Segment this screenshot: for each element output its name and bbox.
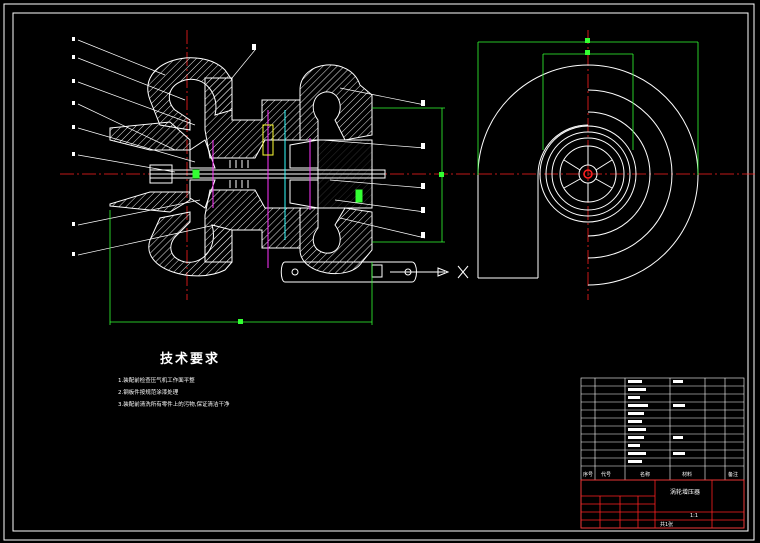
leader-lines-left (77, 39, 256, 256)
compressor-wheel (189, 139, 216, 209)
leader-lines-right (321, 87, 426, 239)
bearing-housing-lower (204, 189, 301, 263)
volute-outer-contour (477, 64, 699, 286)
turbine-wheel (289, 139, 319, 209)
wheel-spokes (563, 146, 613, 202)
wheel-circle-2 (545, 131, 631, 217)
section-letter-x (457, 265, 469, 279)
header-name: 名称 (640, 472, 651, 478)
requirement-item-1: 1.装配前检查压气机工作面平整 (118, 378, 195, 384)
end-dim-marker-1 (585, 38, 590, 43)
end-dim-marker-2 (585, 50, 590, 55)
section-arrowhead (437, 267, 450, 277)
foot-hole-left (291, 268, 299, 276)
requirement-item-3: 3.装配前清洗所有零件上的污物,保证清洁干净 (118, 402, 230, 408)
hub-center-mark (583, 169, 593, 179)
header-remarks: 备注 (728, 472, 739, 478)
seal-rings (229, 160, 249, 188)
header-seq: 序号 (583, 472, 594, 478)
leader-dots-right (421, 100, 425, 238)
volute-spiral-1 (587, 111, 651, 237)
header-material: 材料 (682, 472, 693, 478)
wheel-outer-circle (539, 125, 637, 223)
volute-spiral-2 (587, 89, 673, 259)
drawing-sheet: 共1张 (660, 522, 674, 528)
dim-marker-right (439, 172, 444, 177)
title-block (580, 479, 745, 529)
foot-bolt (371, 264, 383, 278)
drawing-border (3, 3, 755, 541)
parts-list-text-marks (628, 380, 685, 463)
parts-list-table (580, 377, 745, 529)
wheel-circle-3 (551, 137, 625, 211)
compressor-nut (149, 164, 173, 184)
dim-marker-bottom (238, 319, 243, 324)
turbine-volute-bottom (299, 207, 373, 275)
turbine-end-view (477, 64, 699, 286)
drawing-title: 涡轮增压器 (670, 489, 701, 496)
technical-requirements-title: 技术要求 (160, 352, 221, 367)
bearing-housing-upper (204, 77, 301, 159)
mounting-foot (280, 261, 417, 283)
drawing-scale: 1:1 (690, 513, 699, 519)
header-code: 代号 (601, 472, 612, 478)
section-color-details (192, 110, 363, 268)
volute-inner-contour (537, 124, 589, 278)
turbine-volute-top (299, 64, 373, 141)
turbocharger-section-view (109, 57, 469, 283)
leader-dots-left (72, 37, 256, 256)
requirement-item-2: 2.钢板件按规范涂漆处理 (118, 390, 179, 396)
compressor-inlet-lower (109, 191, 191, 213)
